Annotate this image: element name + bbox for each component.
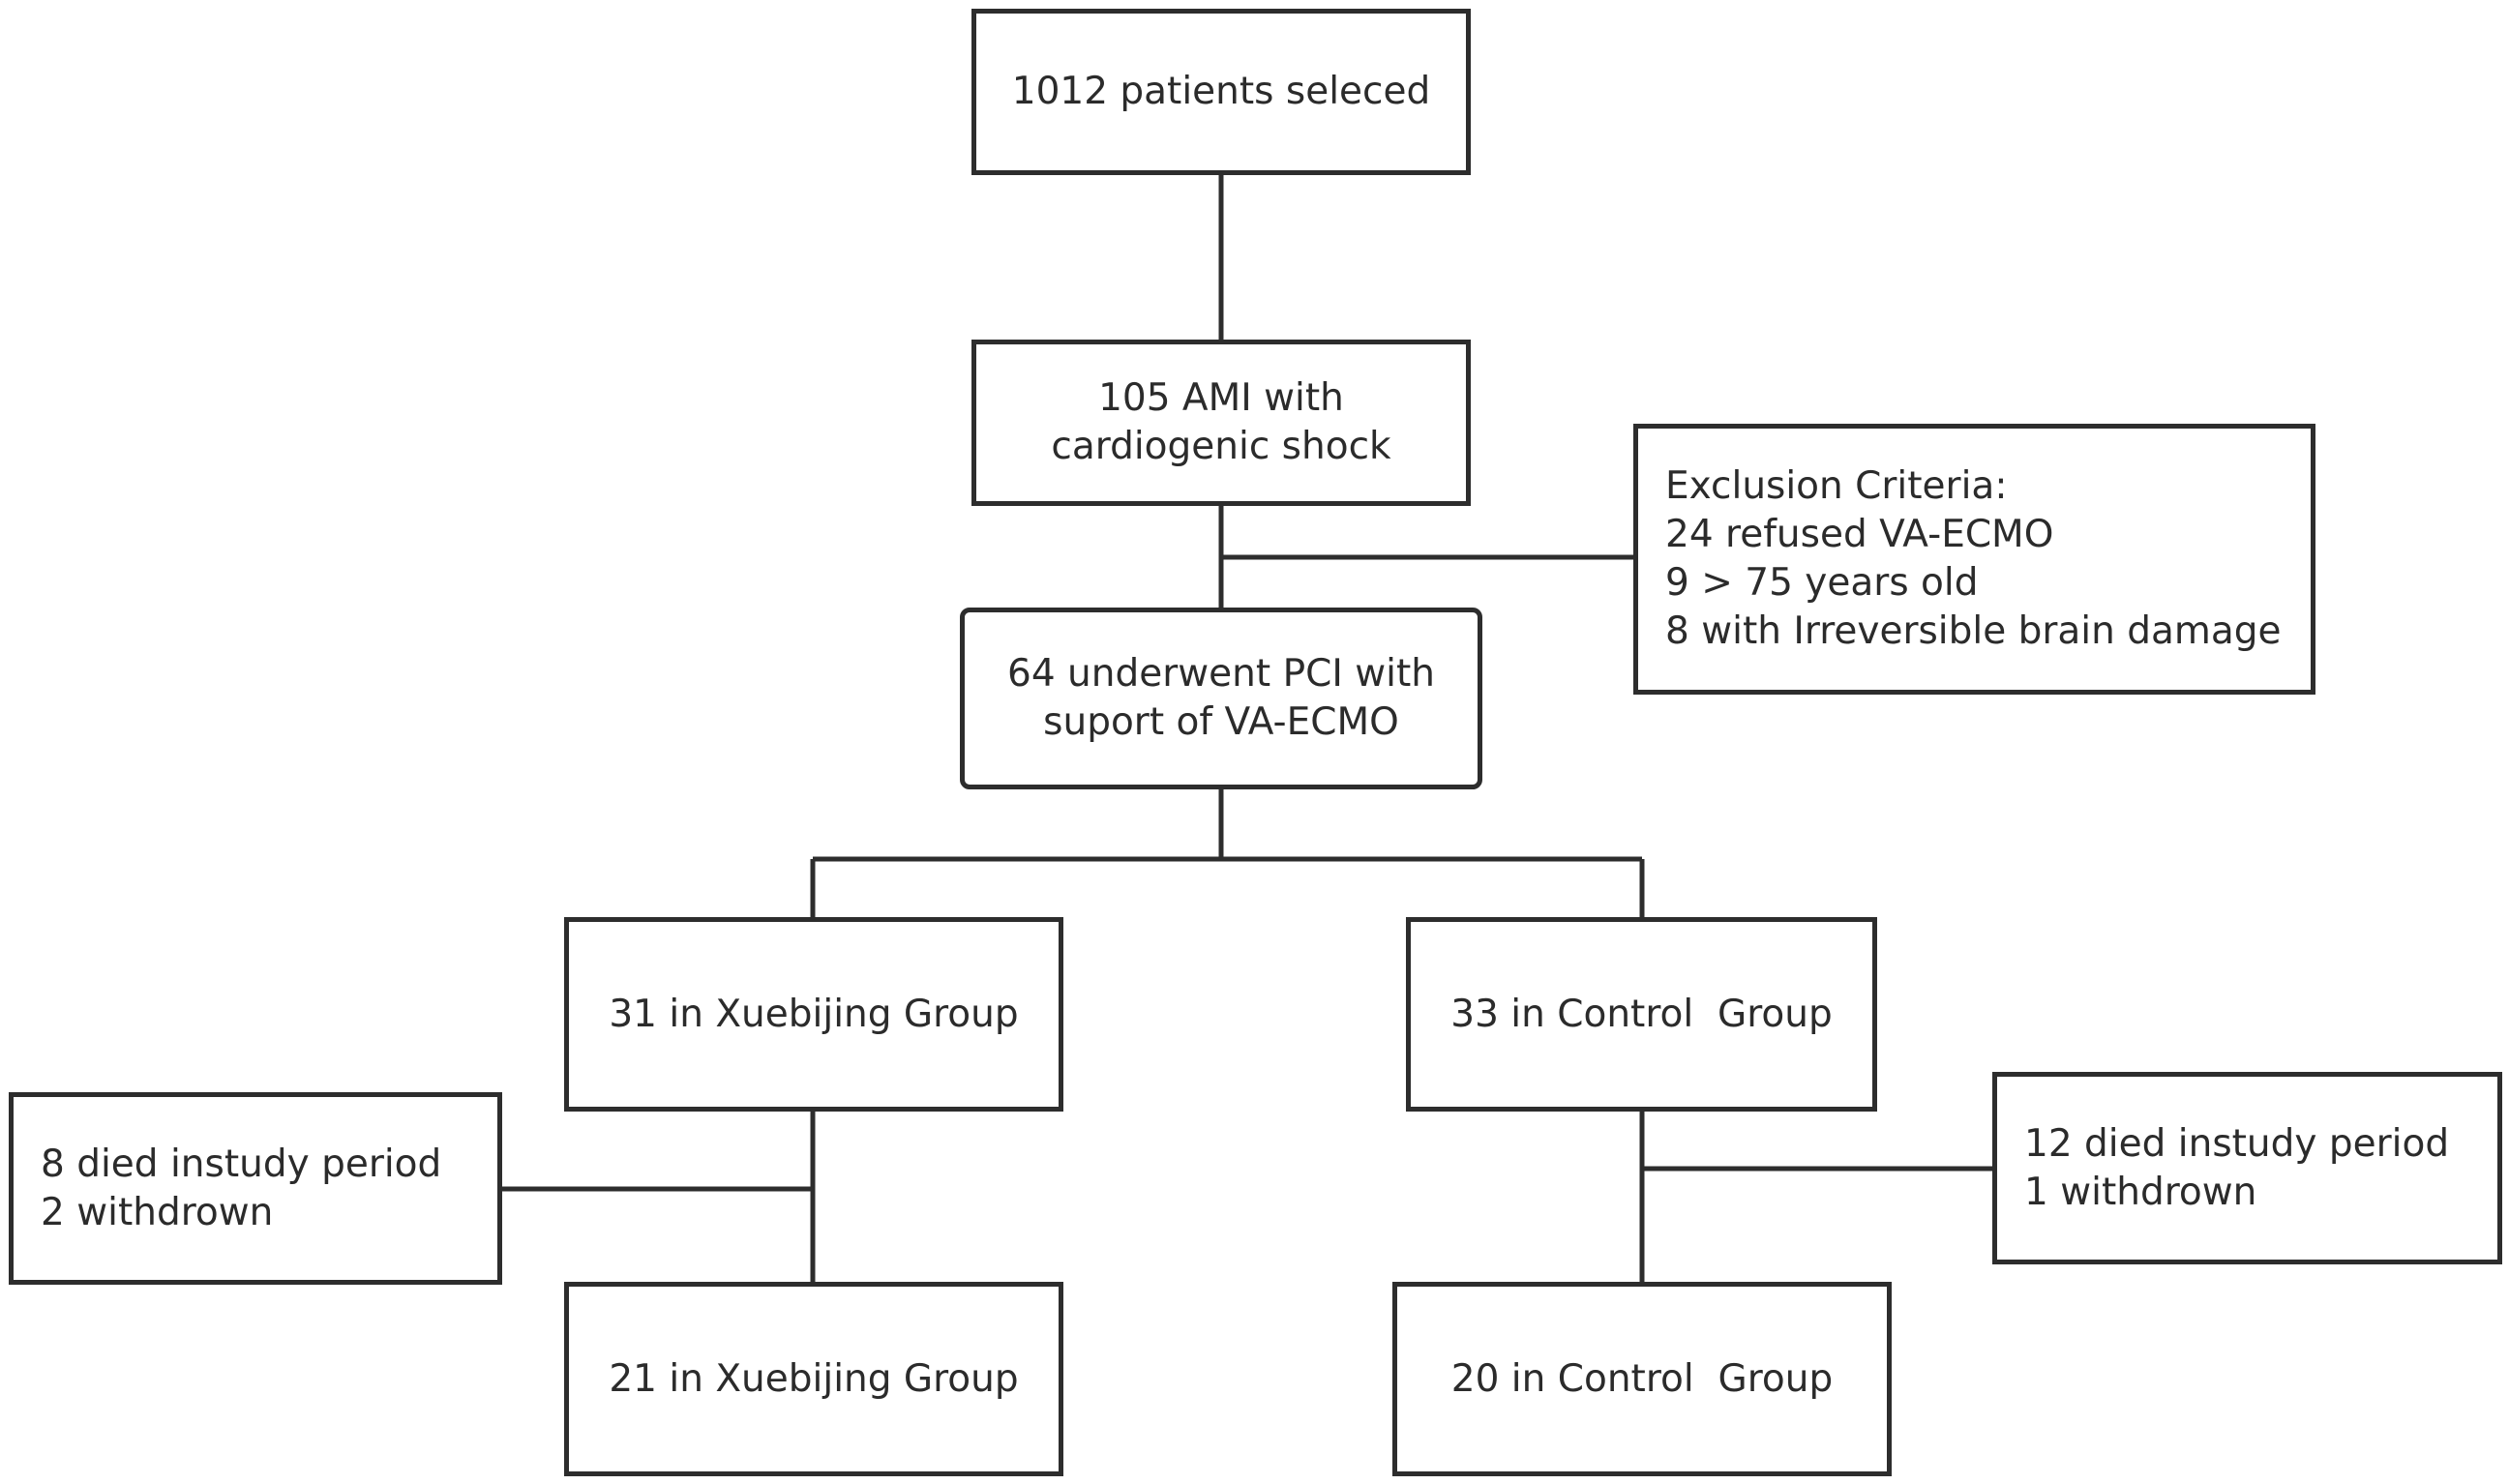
- box-line: 21 in Xuebijing Group: [609, 1356, 1019, 1401]
- box-line: Exclusion Criteria:: [1665, 464, 2008, 508]
- box-line: 105 AMI with: [1098, 376, 1344, 420]
- box-line: cardiogenic shock: [1051, 425, 1391, 468]
- box-line: 24 refused VA-ECMO: [1665, 513, 2054, 556]
- box-line: 33 in Control Group: [1450, 992, 1833, 1036]
- box-line: 1 withdrown: [2024, 1170, 2257, 1214]
- box-xuebijing-group-end: 21 in Xuebijing Group: [564, 1282, 1063, 1476]
- box-control-group-start: 33 in Control Group: [1406, 917, 1877, 1112]
- box-line: 31 in Xuebijing Group: [609, 992, 1019, 1036]
- box-line: 12 died instudy period: [2024, 1121, 2450, 1166]
- box-line: 20 in Control Group: [1450, 1356, 1834, 1401]
- box-control-loss: 12 died instudy period 1 withdrown: [1992, 1072, 2502, 1264]
- box-pci-va-ecmo: 64 underwent PCI with suport of VA-ECMO: [960, 608, 1482, 789]
- box-line: 8 with Irreversible brain damage: [1665, 609, 2282, 653]
- box-line: 1012 patients seleced: [1011, 70, 1431, 113]
- box-xuebijing-loss: 8 died instudy period 2 withdrown: [9, 1092, 502, 1285]
- box-line: 64 underwent PCI with: [1007, 652, 1435, 696]
- box-line: 8 died instudy period: [41, 1142, 442, 1186]
- box-line: 9 > 75 years old: [1665, 561, 1979, 605]
- box-patients-selected: 1012 patients seleced: [971, 9, 1471, 175]
- box-exclusion-criteria: Exclusion Criteria: 24 refused VA-ECMO 9…: [1633, 424, 2315, 695]
- box-control-group-end: 20 in Control Group: [1392, 1282, 1892, 1476]
- box-line: suport of VA-ECMO: [1043, 700, 1399, 744]
- box-ami-cardiogenic-shock: 105 AMI with cardiogenic shock: [971, 340, 1471, 506]
- box-xuebijing-group-start: 31 in Xuebijing Group: [564, 917, 1063, 1112]
- box-line: 2 withdrown: [41, 1190, 274, 1234]
